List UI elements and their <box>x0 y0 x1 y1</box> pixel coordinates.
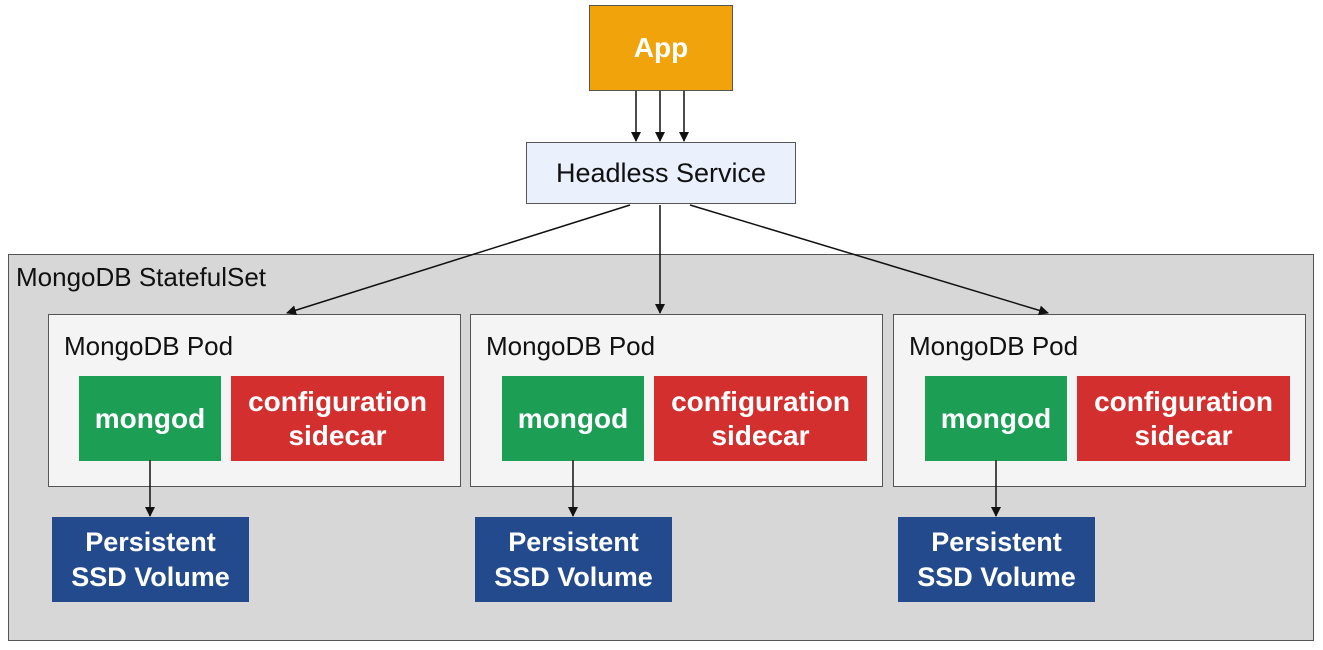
mongodb-pod-3: MongoDB Pod mongod configuration sidecar <box>893 314 1306 487</box>
mongod-label: mongod <box>94 402 206 434</box>
sidecar-label-line2: sidecar <box>711 419 810 451</box>
mongodb-pod-1: MongoDB Pod mongod configuration sidecar <box>48 314 461 487</box>
sidecar-label-line1: configuration <box>248 385 427 417</box>
volume-label-line2: SSD Volume <box>71 561 230 592</box>
pod-label: MongoDB Pod <box>909 331 1079 361</box>
volume-label-line1: Persistent <box>508 526 639 557</box>
configuration-sidecar: configuration sidecar <box>654 376 867 461</box>
volume-label-line2: SSD Volume <box>917 561 1076 592</box>
sidecar-label-line2: sidecar <box>288 419 387 451</box>
mongodb-pod-2: MongoDB Pod mongod configuration sidecar <box>470 314 883 487</box>
arrow-service-to-pod-3 <box>689 204 1049 316</box>
mongod-label: mongod <box>940 402 1052 434</box>
pod-label: MongoDB Pod <box>64 331 234 361</box>
sidecar-label-line1: configuration <box>671 385 850 417</box>
app-node: App <box>589 5 733 91</box>
service-label: Headless Service <box>555 157 767 188</box>
configuration-sidecar: configuration sidecar <box>231 376 444 461</box>
persistent-volume-3: Persistent SSD Volume <box>898 517 1095 602</box>
sidecar-label-line1: configuration <box>1094 385 1273 417</box>
mongod-container: mongod <box>79 376 221 461</box>
headless-service-node: Headless Service <box>526 142 796 204</box>
mongod-label: mongod <box>517 402 629 434</box>
statefulset-label: MongoDB StatefulSet <box>16 262 267 292</box>
arrow-service-to-pod-1 <box>286 204 631 316</box>
pod-label: MongoDB Pod <box>486 331 656 361</box>
sidecar-label-line2: sidecar <box>1134 419 1233 451</box>
app-label: App <box>633 32 689 63</box>
mongod-container: mongod <box>925 376 1067 461</box>
volume-label-line1: Persistent <box>931 526 1062 557</box>
volume-label-line2: SSD Volume <box>494 561 653 592</box>
configuration-sidecar: configuration sidecar <box>1077 376 1290 461</box>
persistent-volume-1: Persistent SSD Volume <box>52 517 249 602</box>
persistent-volume-2: Persistent SSD Volume <box>475 517 672 602</box>
volume-label-line1: Persistent <box>85 526 216 557</box>
mongod-container: mongod <box>502 376 644 461</box>
